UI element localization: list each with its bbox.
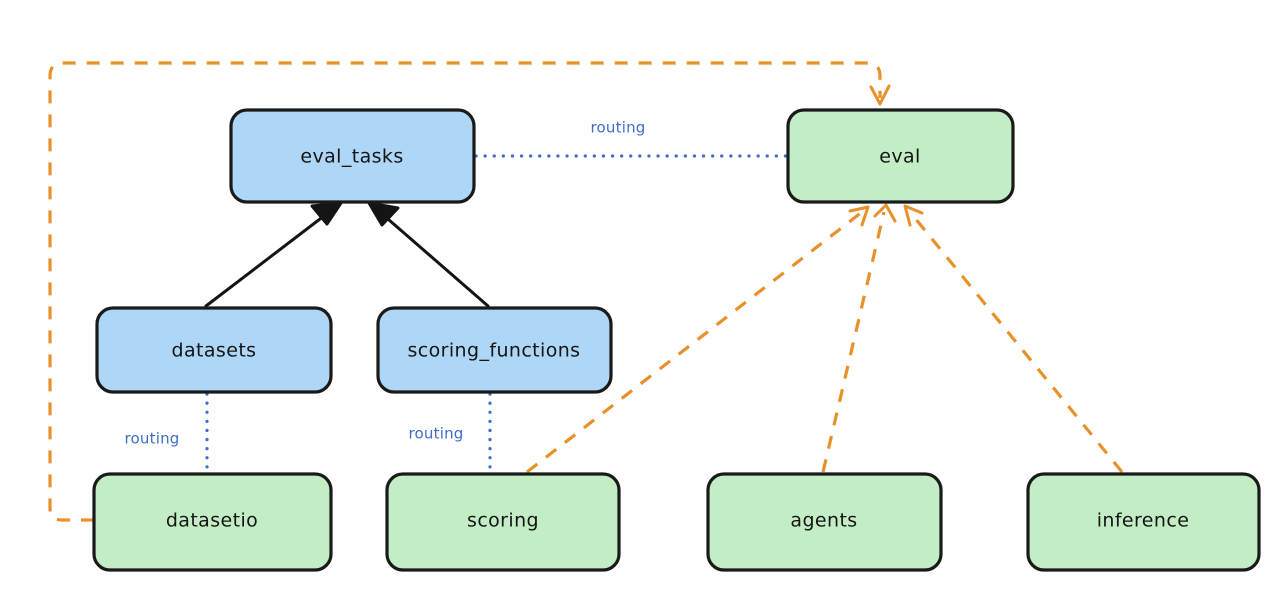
edge-datasets-eval-tasks xyxy=(204,201,343,308)
node-scoring-functions-shape[interactable] xyxy=(376,306,613,394)
edge-datasets-eval-tasks-arrowhead xyxy=(310,201,343,226)
node-datasets-label: datasets xyxy=(172,340,257,362)
edge-datasetio-eval xyxy=(48,61,891,522)
node-agents-label: agents xyxy=(790,510,857,532)
node-inference[interactable]: inference xyxy=(1026,472,1261,572)
node-eval-tasks[interactable]: eval_tasks xyxy=(229,108,476,204)
node-eval[interactable]: eval xyxy=(786,108,1015,204)
edge-label-routing-scoring-functions: routing xyxy=(409,425,464,443)
edge-scoring-functions-eval-tasks-arrowhead xyxy=(367,201,400,227)
edge-scoring-functions-eval-tasks-path xyxy=(371,204,490,308)
node-datasetio-shape[interactable] xyxy=(92,472,333,572)
edge-inference-eval-path xyxy=(908,210,1124,474)
edge-scoring-eval-arrowhead xyxy=(848,205,870,227)
node-datasets-shape[interactable] xyxy=(95,306,333,394)
edge-agents-eval xyxy=(821,203,897,473)
edge-scoring-functions-eval-tasks xyxy=(367,201,490,308)
node-scoring-functions[interactable]: scoring_functions xyxy=(376,306,613,394)
edge-eval-tasks-eval: routing xyxy=(474,119,788,158)
edge-datasets-eval-tasks-path xyxy=(204,204,339,308)
node-eval-shape[interactable] xyxy=(786,108,1015,204)
edge-label-routing-datasets: routing xyxy=(125,430,180,448)
edge-datasetio-eval-arrowhead xyxy=(869,84,891,106)
edge-agents-eval-path xyxy=(821,211,886,473)
node-datasets[interactable]: datasets xyxy=(95,306,333,394)
node-inference-label: inference xyxy=(1097,510,1190,532)
node-datasetio[interactable]: datasetio xyxy=(92,472,333,572)
edge-layer: routing routing routing xyxy=(48,61,1124,522)
edge-agents-eval-arrowhead xyxy=(873,203,897,223)
edge-label-routing-eval-tasks: routing xyxy=(591,119,646,137)
edge-inference-eval xyxy=(903,204,1124,474)
node-datasetio-label: datasetio xyxy=(166,510,258,532)
node-eval-label: eval xyxy=(879,146,920,168)
node-scoring[interactable]: scoring xyxy=(385,472,621,572)
node-inference-shape[interactable] xyxy=(1026,472,1261,572)
node-agents-shape[interactable] xyxy=(706,472,943,572)
node-scoring-shape[interactable] xyxy=(385,472,621,572)
node-eval-tasks-shape[interactable] xyxy=(229,108,476,204)
node-scoring-label: scoring xyxy=(467,510,539,532)
edge-datasets-datasetio: routing xyxy=(125,392,209,474)
edge-inference-eval-arrowhead xyxy=(903,204,924,227)
edge-scoring-eval xyxy=(526,205,870,474)
edge-scoring-functions-scoring: routing xyxy=(409,392,492,474)
node-scoring-functions-label: scoring_functions xyxy=(408,340,581,362)
node-agents[interactable]: agents xyxy=(706,472,943,572)
node-layer: eval_tasks eval datasets scoring_functio… xyxy=(92,108,1261,572)
node-eval-tasks-label: eval_tasks xyxy=(300,146,403,168)
